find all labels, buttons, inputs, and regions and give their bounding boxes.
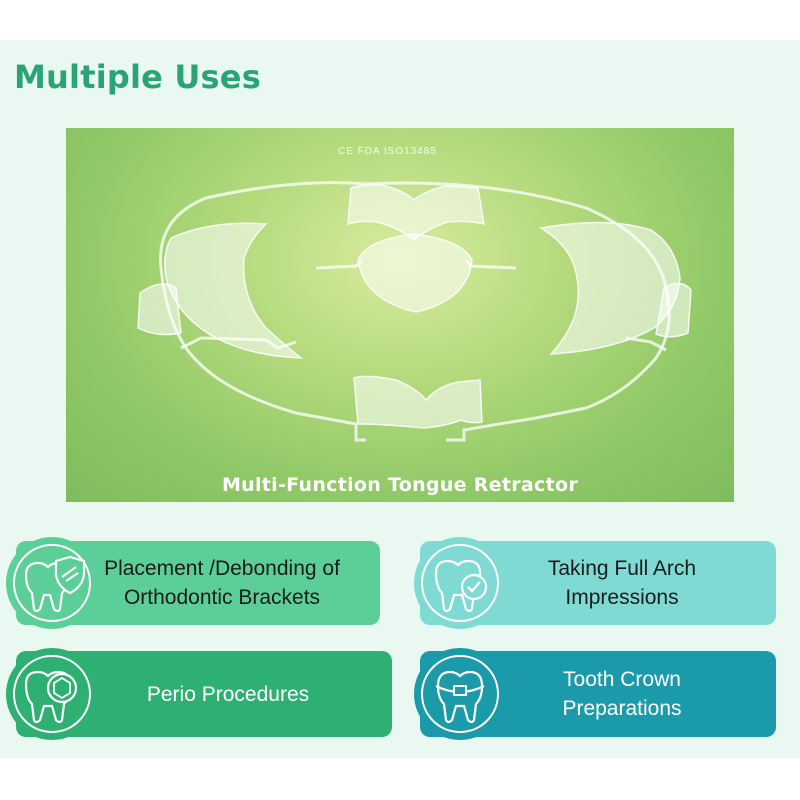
product-photo: CE FDA ISO13485 Multi-Function Tongue Re… <box>66 128 734 502</box>
use-card-text: Placement /Debonding of Orthodontic Brac… <box>44 554 352 612</box>
page-title: Multiple Uses <box>14 58 261 96</box>
use-card-line: Preparations <box>562 697 682 720</box>
tongue-retractor-illustration <box>137 181 692 442</box>
use-card-line: Perio Procedures <box>146 682 310 706</box>
use-card-line: Tooth Crown <box>563 668 681 691</box>
use-card-line: Impressions <box>565 586 679 609</box>
tooth-check-icon <box>414 537 506 629</box>
tooth-crown-icon <box>414 648 506 740</box>
use-card-text: Tooth Crown Preparations <box>502 665 693 723</box>
product-caption: Multi-Function Tongue Retractor <box>221 474 579 496</box>
use-card-text: Perio Procedures <box>87 680 321 709</box>
tooth-gem-icon <box>6 648 98 740</box>
tooth-shield-icon <box>6 537 98 629</box>
use-card-line: Taking Full Arch <box>547 557 697 580</box>
use-card-line: Placement /Debonding of <box>104 557 340 580</box>
certification-marks: CE FDA ISO13485 <box>338 146 437 157</box>
use-card-line: Orthodontic Brackets <box>123 586 321 609</box>
use-card-text: Taking Full Arch Impressions <box>488 554 708 612</box>
